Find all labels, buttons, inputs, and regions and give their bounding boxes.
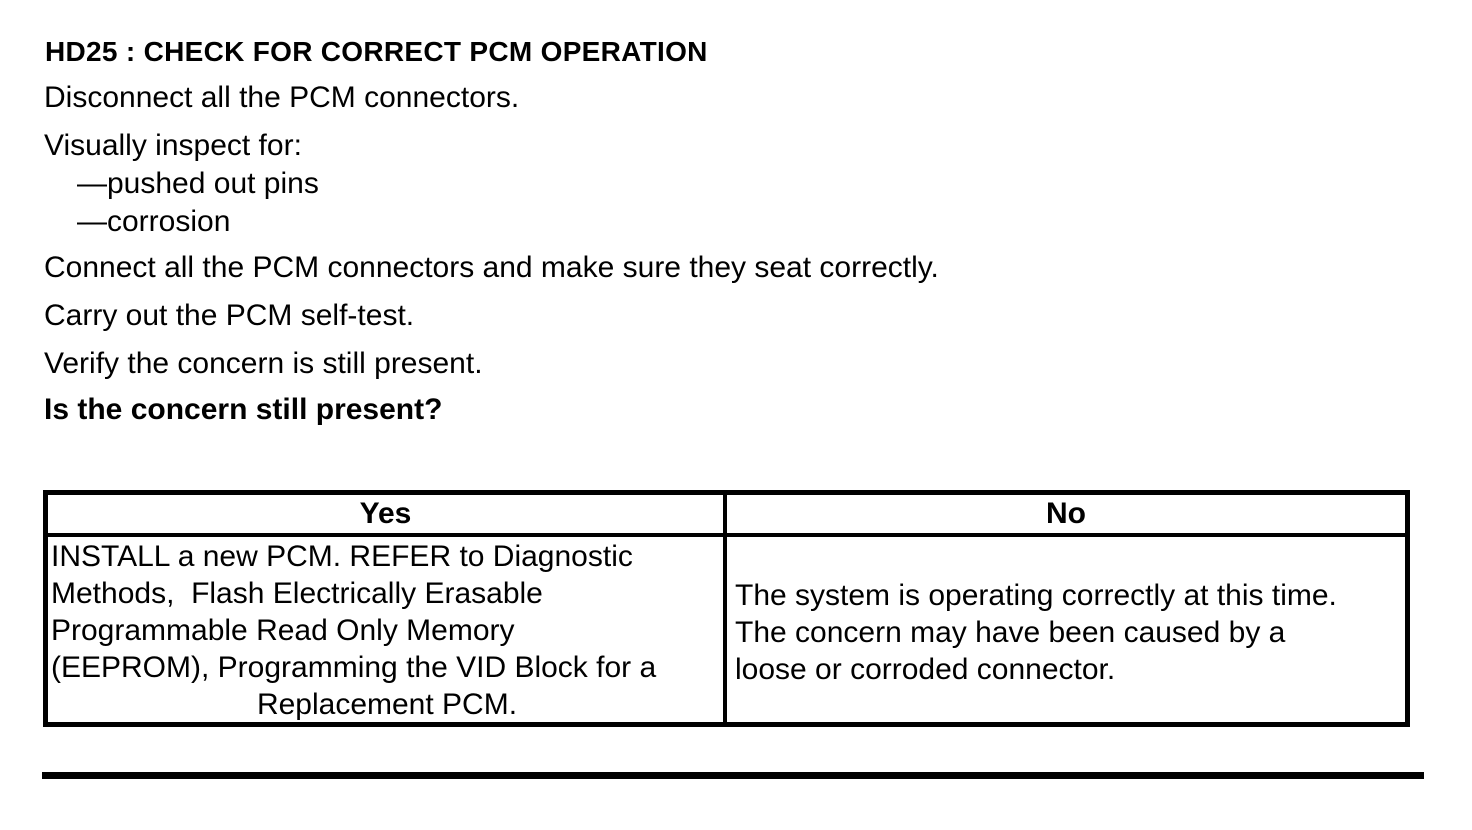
procedure-substep: —pushed out pins <box>77 167 319 200</box>
no-action-cell: The system is operating correctly at thi… <box>727 537 1405 722</box>
procedure-title: HD25 : CHECK FOR CORRECT PCM OPERATION <box>45 36 708 67</box>
procedure-step: Carry out the PCM self-test. <box>44 299 415 332</box>
procedure-step: Verify the concern is still present. <box>44 347 483 380</box>
decision-table: Yes No INSTALL a new PCM. REFER to Diagn… <box>43 490 1410 727</box>
decision-table-body-row: INSTALL a new PCM. REFER to Diagnostic M… <box>48 537 1405 722</box>
no-action-line: loose or corroded connector. <box>735 653 1116 686</box>
procedure-step: Connect all the PCM connectors and make … <box>44 251 939 284</box>
yes-action-line: Methods, Flash Electrically Erasable <box>51 577 543 610</box>
decision-table-header-row: Yes No <box>48 495 1405 537</box>
no-column-header: No <box>1046 497 1086 530</box>
no-action-line: The concern may have been caused by a <box>735 616 1286 649</box>
yes-action-line: Replacement PCM. <box>256 688 518 721</box>
section-divider-rule <box>42 772 1424 779</box>
yes-action-line: (EEPROM), Programming the VID Block for … <box>51 651 657 684</box>
yes-column-header: Yes <box>48 495 727 533</box>
yes-action-line: Programmable Read Only Memory <box>51 614 515 647</box>
yes-action-line: INSTALL a new PCM. REFER to Diagnostic <box>51 540 633 573</box>
decision-question: Is the concern still present? <box>44 393 443 426</box>
procedure-substep: —corrosion <box>77 205 231 238</box>
no-action-line: The system is operating correctly at thi… <box>735 579 1337 612</box>
yes-action-cell: INSTALL a new PCM. REFER to Diagnostic M… <box>48 537 727 722</box>
procedure-step: Disconnect all the PCM connectors. <box>44 81 520 114</box>
procedure-step: Visually inspect for: <box>44 129 302 162</box>
